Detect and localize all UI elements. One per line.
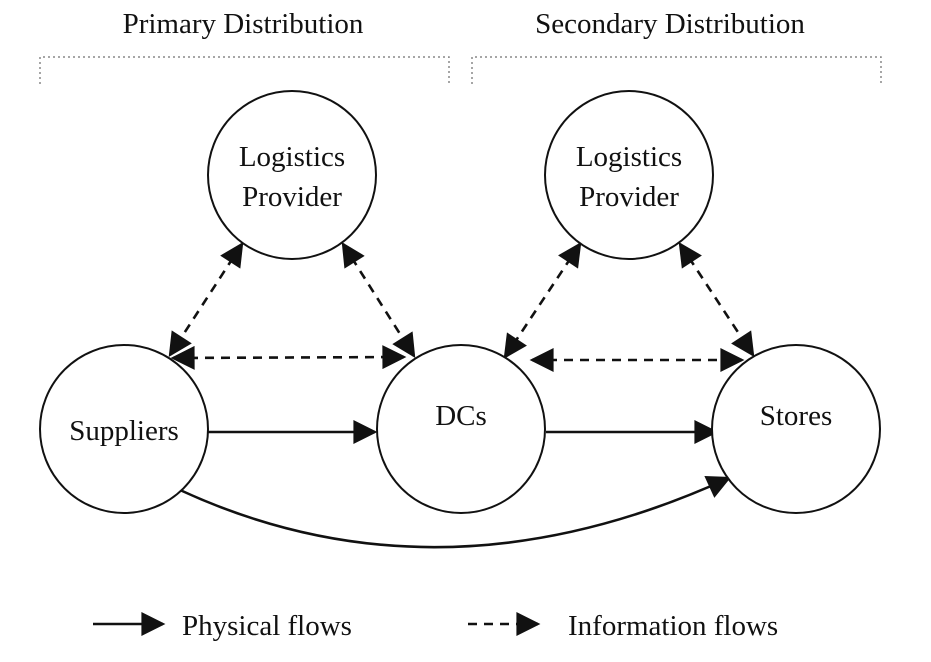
secondary-distribution-title: Secondary Distribution (535, 8, 805, 40)
primary-distribution-bracket (39, 56, 450, 84)
legend: Physical flows Information flows (93, 610, 778, 642)
node-logistics-provider-secondary: Logistics Provider (544, 90, 714, 260)
physical-flow-suppliers-stores (179, 476, 732, 549)
info-flow-logistics-primary-suppliers (168, 241, 244, 358)
legend-information-label: Information flows (568, 610, 778, 642)
info-flow-logistics-secondary-stores (678, 241, 755, 358)
node-stores: Stores (711, 344, 881, 514)
node-label-line1: Logistics (576, 141, 682, 173)
node-label-line2: Provider (579, 181, 679, 213)
info-flow-logistics-secondary-dcs (503, 242, 582, 359)
node-suppliers: Suppliers (39, 344, 209, 514)
node-logistics-provider-primary: Logistics Provider (207, 90, 377, 260)
node-label-line1: Logistics (239, 141, 345, 173)
node-dcs: DCs (376, 344, 546, 514)
flow-arrows (168, 241, 755, 549)
info-flow-logistics-primary-dcs (341, 241, 416, 359)
node-label: Suppliers (69, 415, 179, 447)
node-label-line2: Provider (242, 181, 342, 213)
primary-distribution-title: Primary Distribution (123, 8, 364, 40)
legend-physical-label: Physical flows (182, 610, 352, 642)
info-flow-suppliers-dcs (170, 345, 407, 370)
node-label: Stores (760, 400, 833, 432)
secondary-distribution-bracket (471, 56, 882, 84)
node-label: DCs (435, 400, 487, 432)
